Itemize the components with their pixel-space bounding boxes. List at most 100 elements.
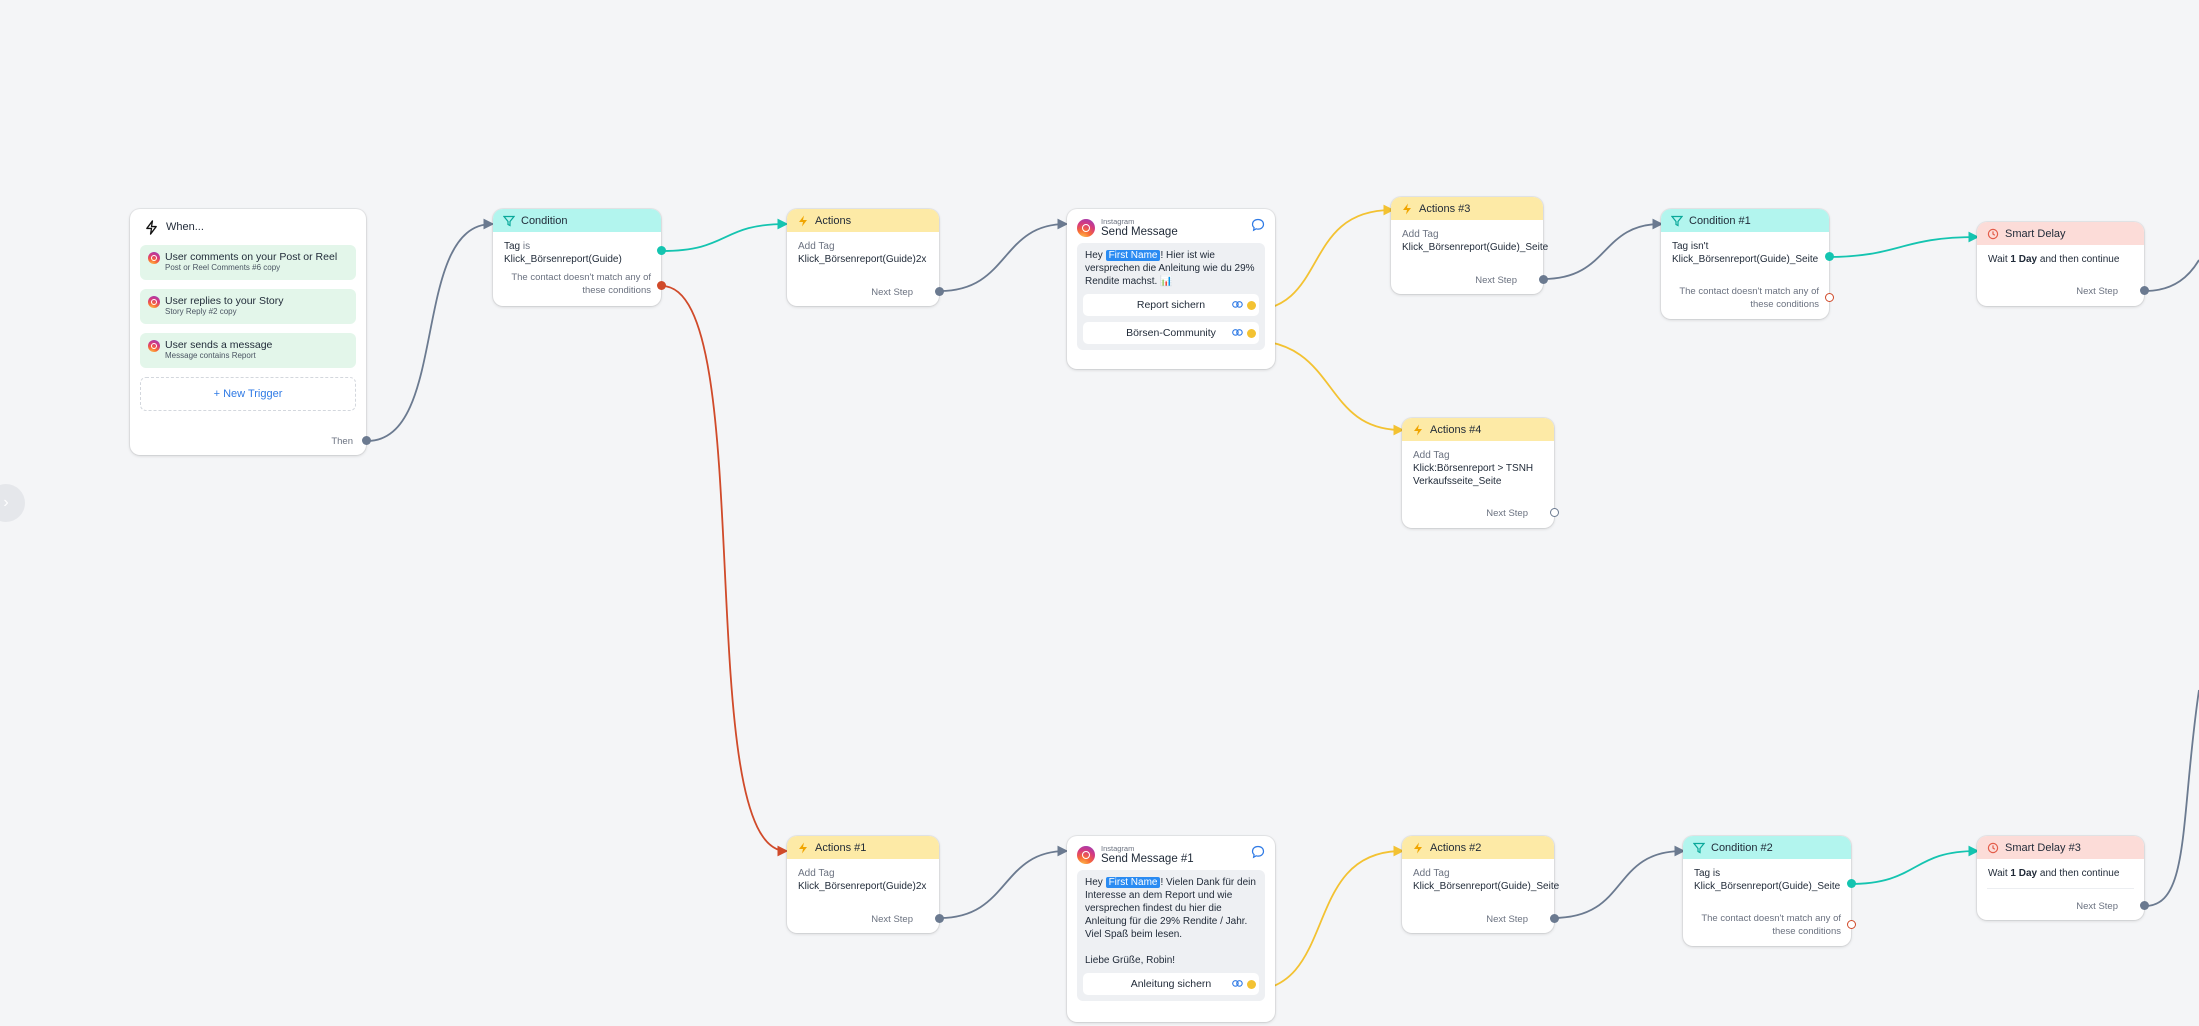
next-step-label: Next Step (1475, 275, 1517, 286)
message-text: ! Vielen Dank für dein Interesse an dem … (1085, 877, 1256, 940)
message-text: ! Hier ist wie versprechen die Anleitung… (1085, 250, 1255, 287)
send-message-node[interactable]: Instagram Send Message Hey First Name! H… (1067, 209, 1275, 369)
smart-delay-node[interactable]: Smart Delay Wait 1 Day and then continue… (1977, 222, 2149, 306)
next-step-port[interactable] (2140, 286, 2149, 295)
when-trigger-node[interactable]: When... User comments on your Post or Re… (130, 209, 371, 455)
message-signoff: Liebe Grüße, Robin! (1085, 955, 1176, 966)
actions4-title: Actions #4 (1430, 423, 1482, 436)
next-step-label: Next Step (2076, 901, 2118, 912)
nomatch-text: The contact doesn't match any of these c… (1701, 913, 1841, 937)
next-step-label: Next Step (1486, 914, 1528, 925)
smart-delay3-node[interactable]: Smart Delay #3 Wait 1 Day and then conti… (1977, 836, 2149, 920)
clock-icon (1986, 227, 1999, 240)
button-label: Anleitung sichern (1130, 977, 1212, 990)
condition-nomatch-port[interactable] (657, 281, 666, 290)
condition-nomatch-port[interactable] (1825, 293, 1834, 302)
trigger-subtitle: Message contains Report (165, 351, 256, 360)
lightning-icon (146, 219, 157, 235)
nomatch-text: The contact doesn't match any of these c… (511, 272, 651, 296)
action-line: Add Tag (1413, 868, 1450, 879)
wire-actions3-to-condition1 (1542, 218, 1664, 280)
button-port[interactable] (1247, 980, 1256, 989)
condition-line: Tag is (1694, 868, 1721, 879)
next-step-port[interactable] (935, 914, 944, 923)
condition1-title: Condition #1 (1689, 214, 1751, 227)
sidebar-expand-handle[interactable]: › (0, 484, 25, 522)
condition-nomatch-port[interactable] (1847, 920, 1856, 929)
chat-bubble-icon (1251, 218, 1265, 232)
trigger-item[interactable]: User comments on your Post or Reel Post … (140, 245, 356, 280)
condition-match-port[interactable] (1825, 252, 1834, 261)
trigger-subtitle: Post or Reel Comments #6 copy (165, 263, 281, 272)
condition-match-port[interactable] (657, 246, 666, 255)
wire-actions1-to-sendmessage1 (939, 845, 1069, 919)
platform-label: Instagram (1101, 217, 1135, 226)
filter-icon (1670, 214, 1683, 227)
trigger-item[interactable]: User replies to your Story Story Reply #… (140, 289, 356, 324)
next-step-label: Next Step (871, 287, 913, 298)
condition-value: Klick_Börsenreport(Guide)_Seite (1694, 881, 1841, 892)
platform-label: Instagram (1101, 844, 1135, 853)
button-port[interactable] (1247, 301, 1256, 310)
send-message-title: Send Message (1101, 226, 1178, 238)
bolt-icon (1411, 841, 1424, 854)
send-message1-node[interactable]: Instagram Send Message #1 Hey First Name… (1067, 836, 1275, 1022)
wire-when-to-condition (366, 218, 495, 442)
action-line: Add Tag (798, 868, 835, 879)
chat-bubble-icon (1251, 845, 1265, 859)
smart-delay3-title: Smart Delay #3 (2005, 841, 2081, 854)
clock-icon (1986, 841, 1999, 854)
button-label: Börsen-Community (1126, 326, 1216, 339)
condition2-title: Condition #2 (1711, 841, 1773, 854)
condition-node[interactable]: Condition Tag is Klick_Börsenreport(Guid… (493, 209, 666, 306)
bolt-icon (796, 214, 809, 227)
action-line: Add Tag (1402, 229, 1439, 240)
then-port[interactable] (362, 436, 371, 445)
tag-prefix: Tag (504, 241, 521, 252)
greeting: Hey (1085, 877, 1103, 888)
action-value: Klick:Börsenreport > TSNH (1413, 463, 1534, 474)
action-value: Klick_Börsenreport(Guide)_Seite (1402, 242, 1549, 253)
new-trigger-button[interactable]: + New Trigger (140, 377, 356, 411)
link-icon (1232, 301, 1243, 308)
button-port[interactable] (1247, 329, 1256, 338)
instagram-icon (1077, 219, 1095, 237)
next-step-label: Next Step (2076, 286, 2118, 297)
trigger-subtitle: Story Reply #2 copy (165, 307, 237, 316)
next-step-port[interactable] (1550, 508, 1559, 517)
next-step-label: Next Step (871, 914, 913, 925)
message-button-anleitung[interactable]: Anleitung sichern (1083, 973, 1259, 995)
action-value: Verkaufsseite_Seite (1413, 476, 1502, 487)
action-value: Klick_Börsenreport(Guide)2x (798, 881, 927, 892)
smart-delay-title: Smart Delay (2005, 227, 2066, 240)
wait-rest: and then continue (2039, 868, 2120, 879)
message-button-report[interactable]: Report sichern (1083, 294, 1259, 316)
next-step-port[interactable] (935, 287, 944, 296)
message-button-community[interactable]: Börsen-Community (1083, 322, 1259, 344)
trigger-item[interactable]: User sends a message Message contains Re… (140, 333, 356, 368)
message-content: Hey First Name! Vielen Dank für dein Int… (1077, 870, 1265, 1001)
condition2-node[interactable]: Condition #2 Tag is Klick_Börsenreport(Gu… (1683, 836, 1856, 946)
action-value: Klick_Börsenreport(Guide)2x (798, 254, 927, 265)
wire-condition-to-actions (661, 218, 789, 252)
condition-title: Condition (521, 214, 568, 227)
wait-amount: 1 Day (2010, 254, 2038, 265)
actions3-title: Actions #3 (1419, 202, 1471, 215)
wire-condition-to-actions1 (661, 285, 789, 857)
next-step-port[interactable] (1550, 914, 1559, 923)
next-step-port[interactable] (1539, 275, 1548, 284)
wire-actions-to-sendmessage (939, 218, 1069, 292)
instagram-icon (1077, 846, 1095, 864)
next-step-port[interactable] (2140, 901, 2149, 910)
wait-label: Wait (1988, 254, 2008, 265)
wire-actions2-to-condition2 (1552, 845, 1686, 919)
condition-match-port[interactable] (1847, 879, 1856, 888)
greeting: Hey (1085, 250, 1103, 261)
actions1-title: Actions #1 (815, 841, 867, 854)
